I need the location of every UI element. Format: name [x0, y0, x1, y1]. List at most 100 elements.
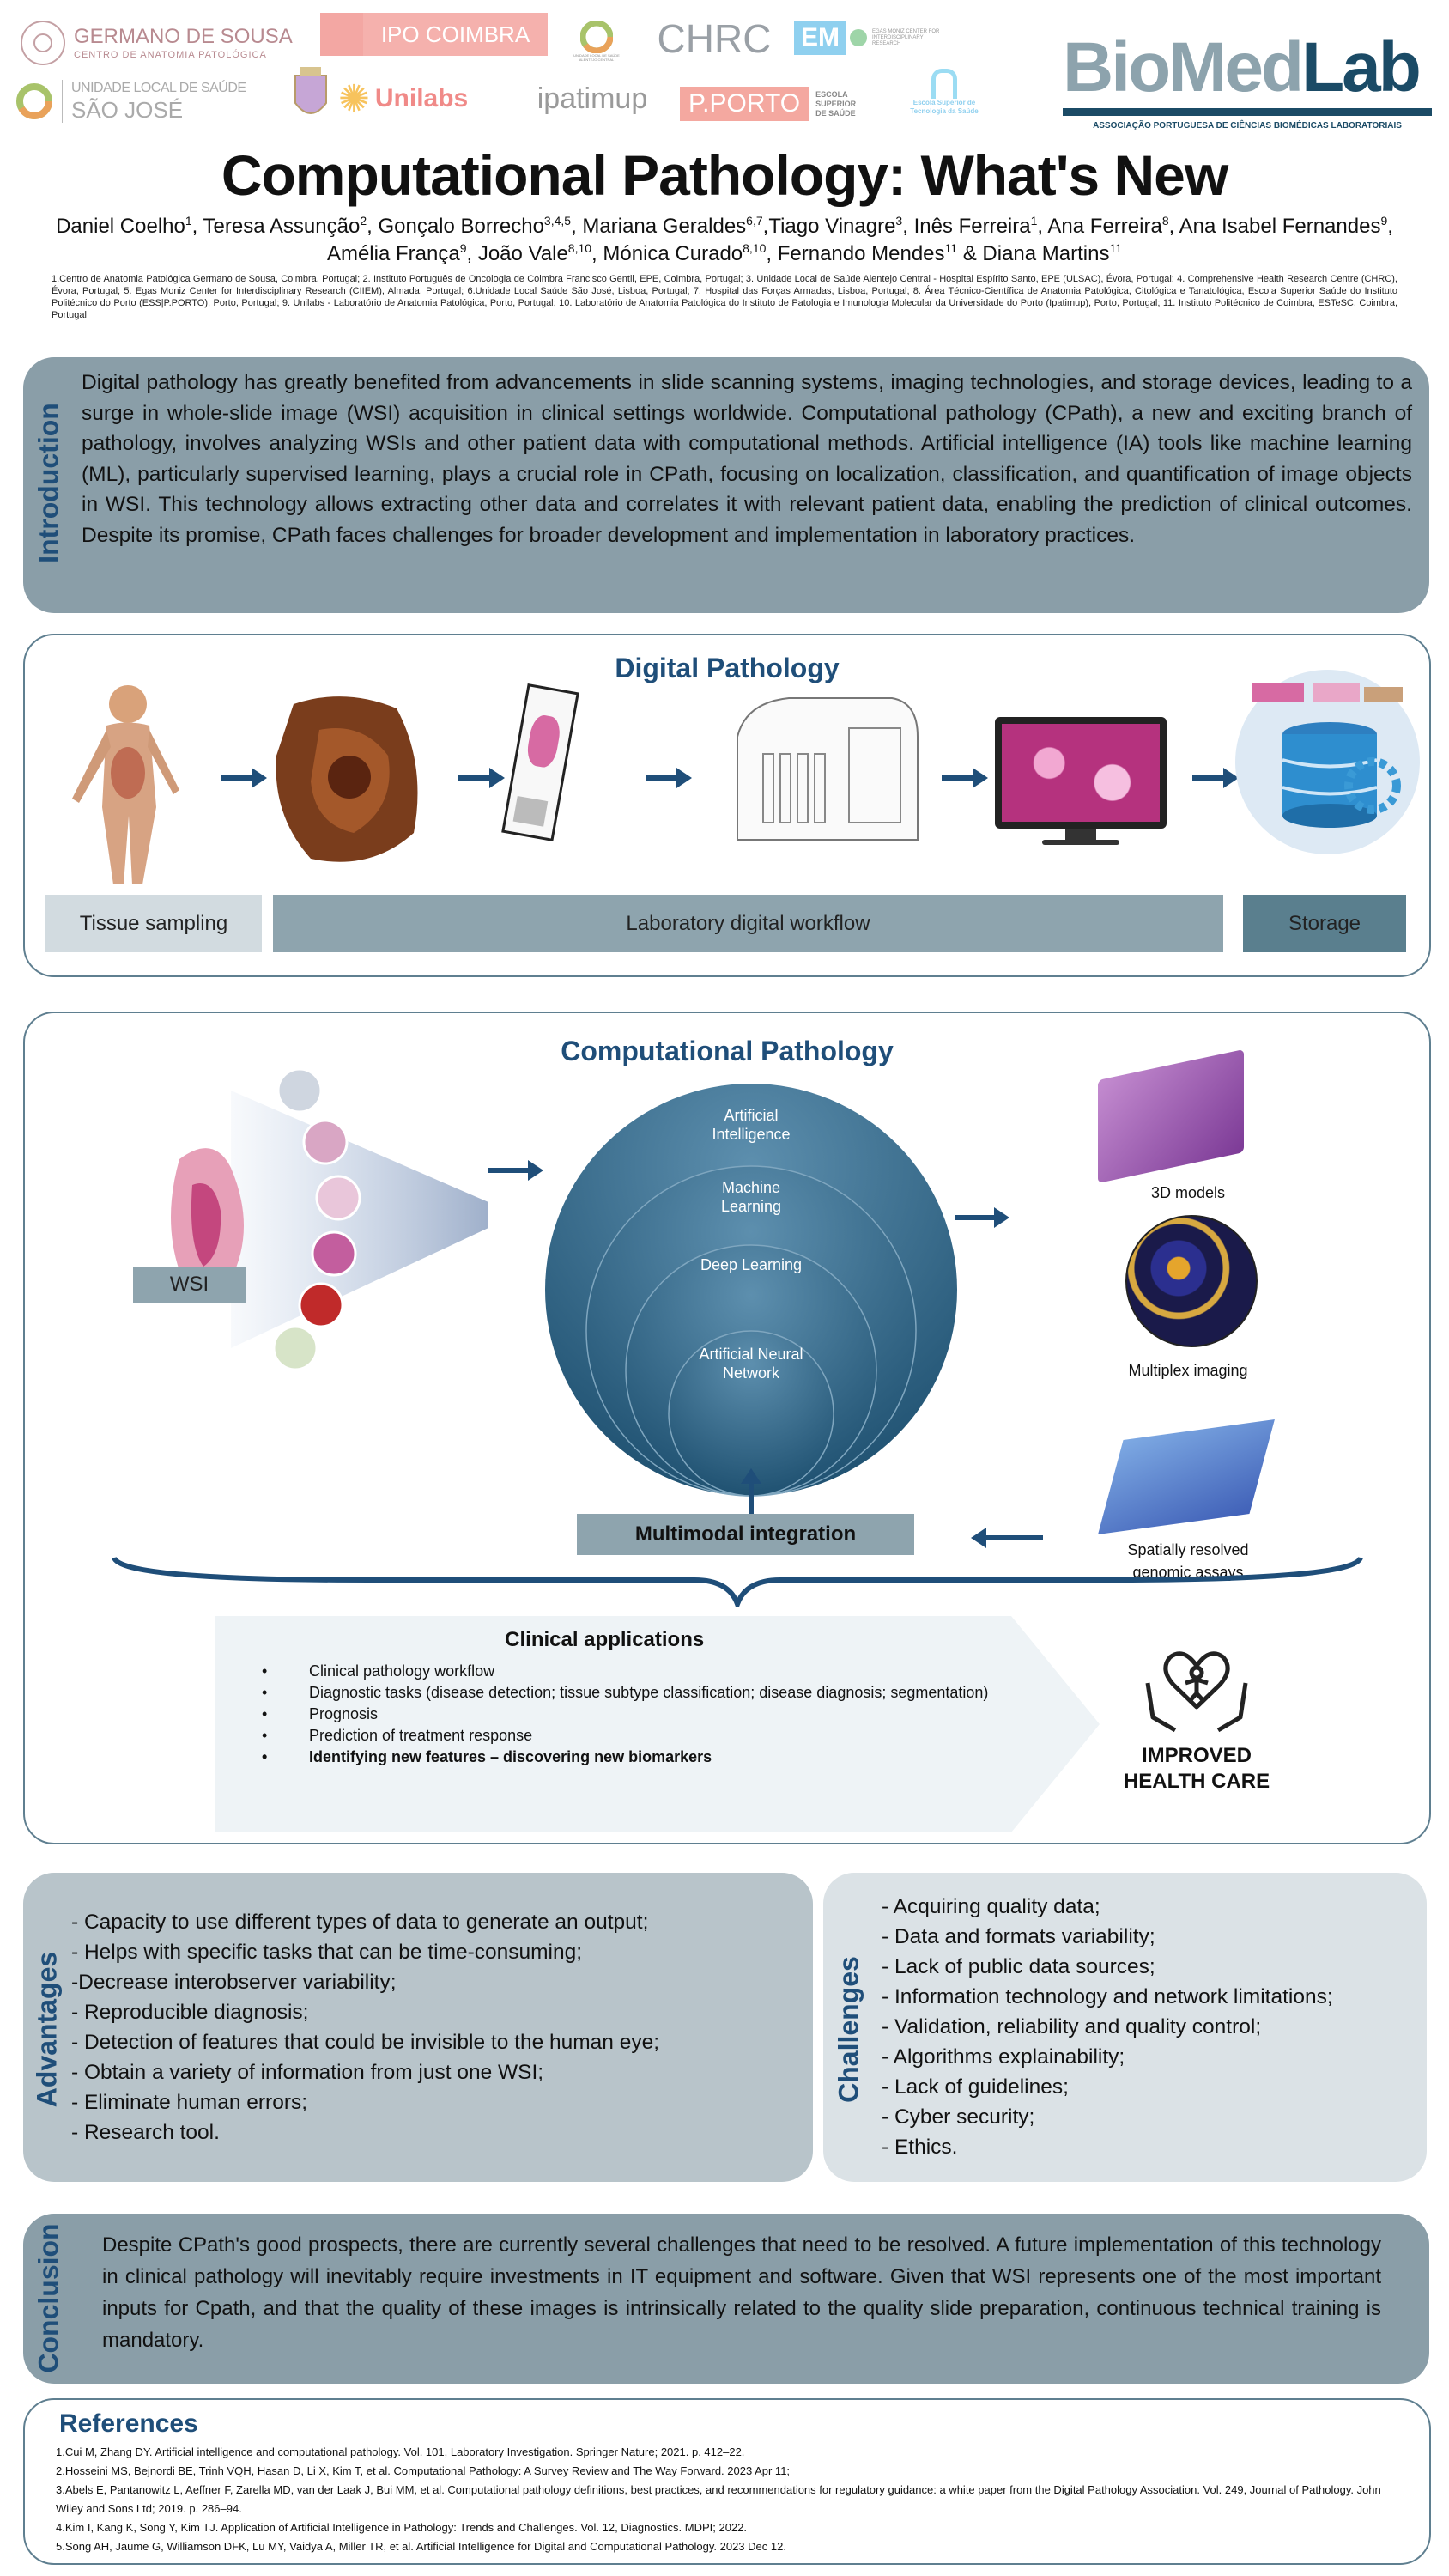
page-title: Computational Pathology: What's New	[221, 143, 1228, 207]
computational-pathology-section: Computational Pathology WSI Artificial I…	[23, 1012, 1431, 1844]
logo-subtext: ASSOCIAÇÃO PORTUGUESA DE CIÊNCIAS BIOMÉD…	[1093, 120, 1402, 131]
advantages-section: Advantages - Capacity to use different t…	[23, 1873, 813, 2182]
author-name: Amélia França	[326, 242, 460, 265]
list-item: - Eliminate human errors;	[71, 2091, 308, 2114]
arrow-icon	[646, 768, 692, 788]
logo-germano-de-sousa: GERMANO DE SOUSA CENTRO DE ANATOMIA PATO…	[19, 17, 311, 69]
arrow-icon	[458, 768, 505, 788]
improved-health-care-label: IMPROVED HEALTH CARE	[1111, 1743, 1282, 1795]
logo-unilabs: ✺ Unilabs	[338, 73, 501, 125]
wsi-image	[171, 1067, 488, 1371]
health-care-hands-icon	[1145, 1651, 1248, 1733]
logo-ulsac: UNIDADE LOCAL DE SAÚDE ALENTEJO CENTRAL	[567, 15, 627, 67]
references-title: References	[59, 2409, 198, 2438]
introduction-label: Introduction	[33, 403, 64, 563]
author-separator: ,	[367, 215, 379, 238]
challenges-section: Challenges - Acquiring quality data; - D…	[823, 1873, 1427, 2182]
advantages-list: - Capacity to use different types of dat…	[71, 1907, 801, 2148]
reference-item: 4.Kim I, Kang K, Song Y, Kim TJ. Applica…	[56, 2521, 748, 2534]
author-name: Fernando Mendes	[777, 242, 945, 265]
challenges-list: - Acquiring quality data; - Data and for…	[882, 1892, 1414, 2162]
clinical-applications-list: Clinical pathology workflow Diagnostic t…	[262, 1661, 1000, 1768]
logo-ipatimup: ipatimup	[537, 82, 648, 115]
introduction-text: Digital pathology has greatly benefited …	[82, 371, 1412, 547]
conclusion-text: Despite CPath's good prospects, there ar…	[102, 2233, 1381, 2352]
computational-pathology-title: Computational Pathology	[561, 1036, 894, 1066]
unilabs-sun-icon: ✺	[338, 77, 370, 120]
list-item: Clinical pathology workflow	[262, 1661, 1000, 1682]
author-separator: ,	[591, 242, 603, 265]
author-name: Tiago Vinagre	[768, 215, 896, 238]
list-item: - Research tool.	[71, 2121, 220, 2144]
list-item: - Obtain a variety of information from j…	[71, 2061, 544, 2084]
list-item: - Capacity to use different types of dat…	[71, 1911, 649, 1934]
storage-image	[1235, 670, 1420, 854]
logo-text: Unilabs	[374, 84, 469, 112]
logo-uls-sao-jose: UNIDADE LOCAL DE SAÚDE SÃO JOSÉ	[15, 76, 273, 127]
clinical-applications-panel: Clinical applications Clinical pathology…	[215, 1616, 1100, 1832]
reference-item: 1.Cui M, Zhang DY. Artificial intelligen…	[56, 2445, 745, 2458]
author-affiliation-number: 2	[360, 214, 367, 228]
stage-tissue-sampling: Tissue sampling	[45, 895, 262, 952]
author-affiliation-number: 3	[895, 214, 903, 228]
header-credits: Daniel Coelho1, Teresa Assunção2, Gonçal…	[52, 213, 1397, 321]
output-multiplex-imaging: Multiplex imaging	[1128, 1362, 1248, 1379]
list-item: - Data and formats variability;	[882, 1925, 1155, 1948]
author-affiliation-number: 11	[944, 241, 958, 255]
introduction-section: Introduction Digital pathology has great…	[23, 357, 1429, 613]
author-separator: ,	[466, 242, 478, 265]
list-item: - Information technology and network lim…	[882, 1985, 1333, 2008]
logo-text: Escola Superior de Tecnologia da Saúde	[910, 98, 979, 115]
author-separator: ,	[191, 215, 203, 238]
reference-item: 2.Hosseini MS, Bejnordi BE, Trinh VQH, H…	[56, 2464, 791, 2477]
author-name: Ana Isabel Fernandes	[1179, 215, 1381, 238]
author-separator: ,	[571, 215, 583, 238]
multimodal-integration-label: Multimodal integration	[577, 1514, 914, 1555]
logo-crest	[288, 64, 333, 126]
logo-subtext: EGAS MONIZ CENTER FOR INTERDISCIPLINARY …	[872, 28, 940, 46]
reference-item: 3.Abels E, Pantanowitz L, Aeffner F, Zar…	[56, 2483, 1381, 2515]
wsi-label: WSI	[133, 1267, 246, 1303]
author-name: Mónica Curado	[603, 242, 743, 265]
author-affiliation-number: 8,10	[567, 241, 592, 255]
multiplex-imaging-image	[1125, 1215, 1258, 1347]
logo-text: P.PORTO	[680, 87, 809, 121]
list-item: - Helps with specific tasks that can be …	[71, 1941, 583, 1964]
arrow-icon	[942, 768, 988, 788]
human-body-image	[72, 685, 179, 884]
author-name: Inês Ferreira	[913, 215, 1031, 238]
author-separator: ,	[766, 242, 778, 265]
author-affiliation-number: 8	[1161, 214, 1169, 228]
logo-text: UNIDADE LOCAL DE SAÚDE ALENTEJO CENTRAL	[573, 53, 620, 62]
clinical-applications-title: Clinical applications	[505, 1628, 705, 1651]
author-affiliation-number: 8,10	[743, 241, 767, 255]
ai-nested-circles	[545, 1084, 957, 1497]
label-machine-learning: Machine Learning	[720, 1179, 782, 1215]
list-item: - Acquiring quality data;	[882, 1895, 1100, 1918]
author-name: João Vale	[477, 242, 568, 265]
tissue-specimen-image	[276, 696, 418, 862]
logo-egas-moniz: EM EGAS MONIZ CENTER FOR INTERDISCIPLINA…	[794, 19, 983, 57]
logo-subtext: ESCOLA SUPERIOR DE SAÚDE	[815, 89, 857, 118]
logo-biomedlab: BioMedLab ASSOCIAÇÃO PORTUGUESA DE CIÊNC…	[1063, 24, 1432, 136]
references-list: 1.Cui M, Zhang DY. Artificial intelligen…	[56, 2443, 1395, 2556]
list-item: - Validation, reliability and quality co…	[882, 2015, 1262, 2038]
author-name: Mariana Geraldes	[582, 215, 747, 238]
stage-storage: Storage	[1243, 895, 1406, 952]
logo-ipo-coimbra: IPO COIMBRA	[320, 13, 548, 56]
author-affiliation-number: 1	[185, 214, 192, 228]
list-item: - Algorithms explainability;	[882, 2045, 1125, 2069]
arrow-icon	[971, 1528, 1043, 1548]
author-affiliation-number: 11	[1109, 241, 1123, 255]
logo-subtext: CENTRO DE ANATOMIA PATOLÓGICA	[74, 50, 267, 60]
list-item: - Ethics.	[882, 2136, 958, 2159]
author-affiliation-number: 1	[1030, 214, 1038, 228]
author-affiliation-number: 3,4,5	[543, 214, 572, 228]
logo-subtext: SÃO JOSÉ	[71, 97, 184, 123]
stage-laboratory-digital-workflow: Laboratory digital workflow	[273, 895, 1223, 952]
author-separator: ,	[1037, 215, 1048, 238]
slide-scanner-image	[737, 697, 919, 841]
logo-text: EM	[794, 21, 846, 55]
brace-icon	[112, 1556, 1363, 1607]
list-item: Prognosis	[262, 1704, 1000, 1725]
